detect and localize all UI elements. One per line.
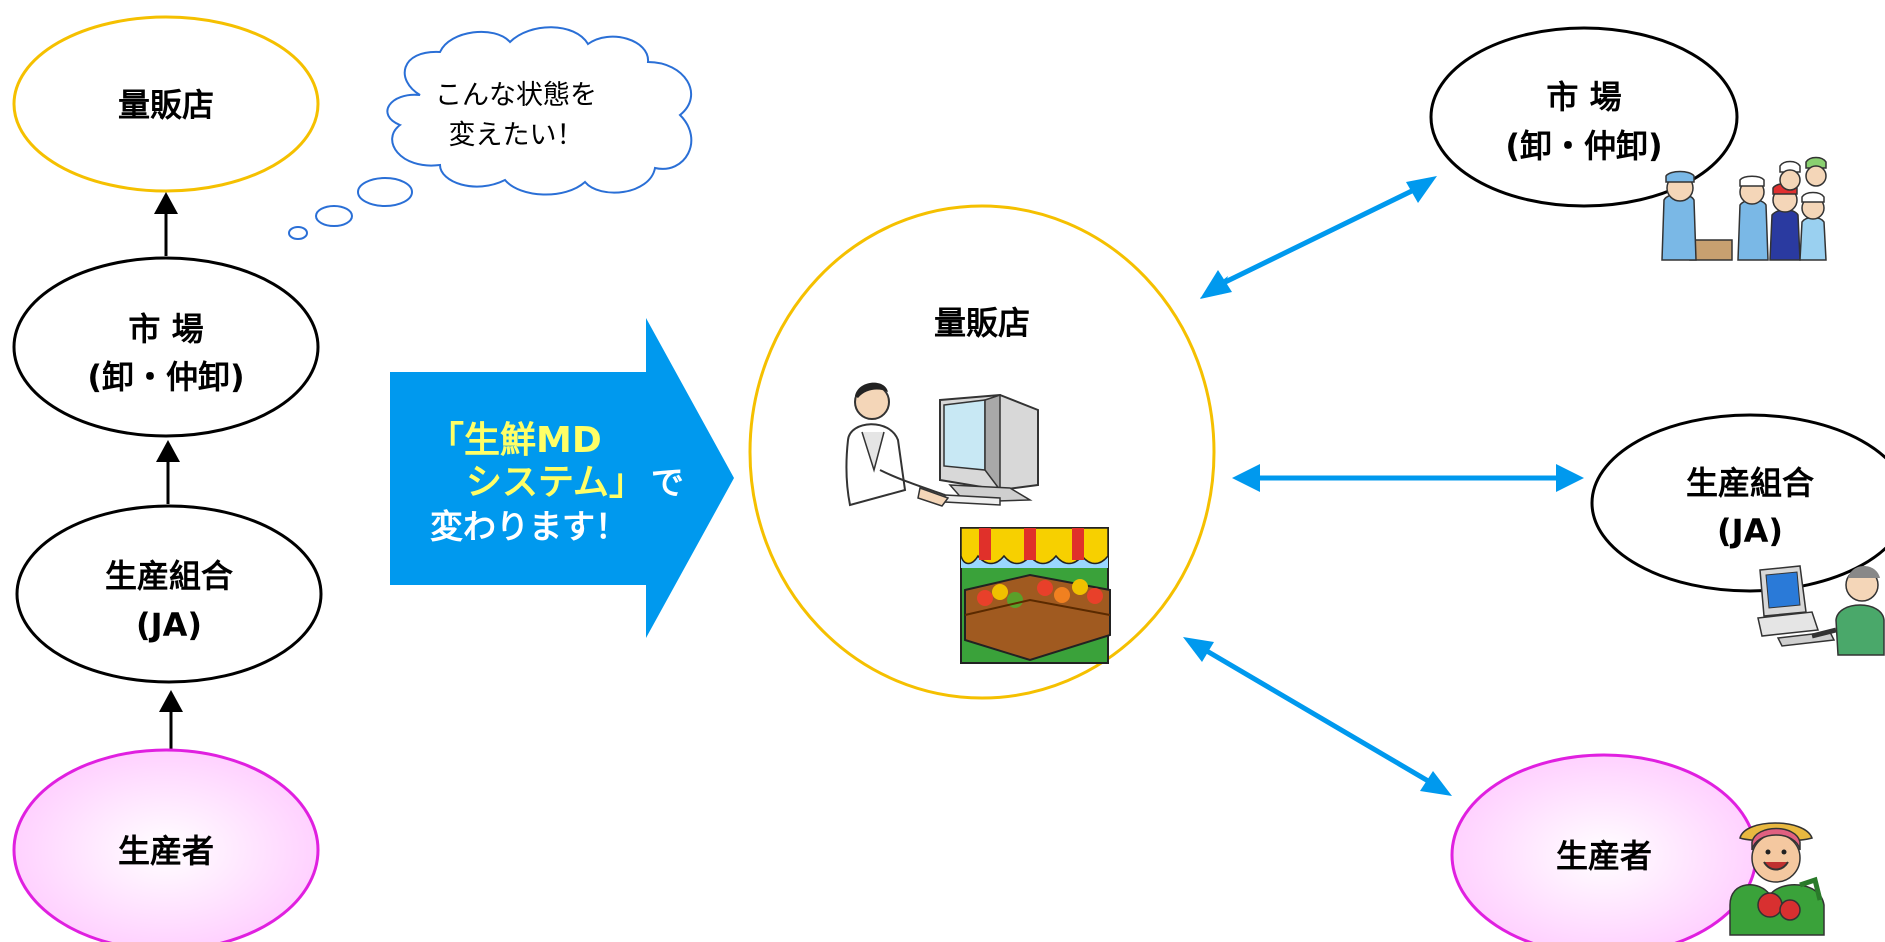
left-market-label-line1: 市 場 (128, 310, 203, 348)
cloud-shape (386, 26, 693, 196)
right-node-coop: 生産組合 (JA) (1590, 413, 1885, 593)
right-producer-label: 生産者 (1556, 837, 1652, 875)
produce-stand-icon (960, 527, 1111, 664)
arrow-hub-producer (1183, 637, 1452, 796)
left-market-label-line2: (卸・仲卸) (87, 358, 244, 396)
left-retailer-label: 量販店 (118, 86, 214, 124)
bubble-dot-large (357, 177, 413, 207)
big-arrow-line1: 「生鮮MD (428, 420, 602, 461)
right-coop-label-line1: 生産組合 (1686, 464, 1814, 502)
arrow-hub-coop (1232, 464, 1584, 492)
left-node-market: 市 場 (卸・仲卸) (12, 256, 320, 438)
right-coop-label-line2: (JA) (1717, 512, 1783, 550)
left-arrow-market-to-retailer (154, 192, 178, 256)
arrow-hub-market (1200, 176, 1437, 299)
left-arrow-producer-to-coop (159, 690, 183, 752)
right-node-producer: 生産者 (1450, 753, 1758, 942)
thought-line1: こんな状態を (435, 80, 597, 111)
farmer-at-computer-icon (1757, 565, 1885, 656)
big-arrow-line2: システム」で (466, 462, 684, 503)
left-node-producer: 生産者 (12, 748, 320, 942)
thought-bubble: こんな状態を 変えたい！ (288, 26, 693, 240)
right-market-label-line2: (卸・仲卸) (1505, 127, 1662, 165)
big-transform-arrow: 「生鮮MD システム」で 変わります！ (390, 318, 734, 638)
bubble-dot-medium (315, 205, 353, 227)
left-node-coop: 生産組合 (JA) (15, 504, 323, 684)
hub-label: 量販店 (934, 304, 1030, 342)
thought-line2: 変えたい！ (449, 120, 584, 151)
farmer-with-vegetables-icon (1729, 822, 1825, 936)
left-arrow-coop-to-market (156, 440, 180, 504)
market-workers-icon (1661, 156, 1827, 261)
big-arrow-line3: 変わります！ (430, 507, 628, 546)
right-node-market: 市 場 (卸・仲卸) (1429, 26, 1739, 208)
bubble-dot-small (288, 226, 308, 240)
big-arrow-line2-highlight: システム」 (466, 462, 645, 503)
right-market-label-line1: 市 場 (1546, 78, 1621, 116)
left-producer-label: 生産者 (118, 832, 214, 870)
person-at-computer-icon (845, 382, 1039, 507)
left-coop-label-line2: (JA) (136, 606, 202, 644)
big-arrow-line2-tail: で (651, 463, 684, 502)
left-node-retailer: 量販店 (12, 15, 320, 193)
left-coop-label-line1: 生産組合 (105, 557, 233, 595)
